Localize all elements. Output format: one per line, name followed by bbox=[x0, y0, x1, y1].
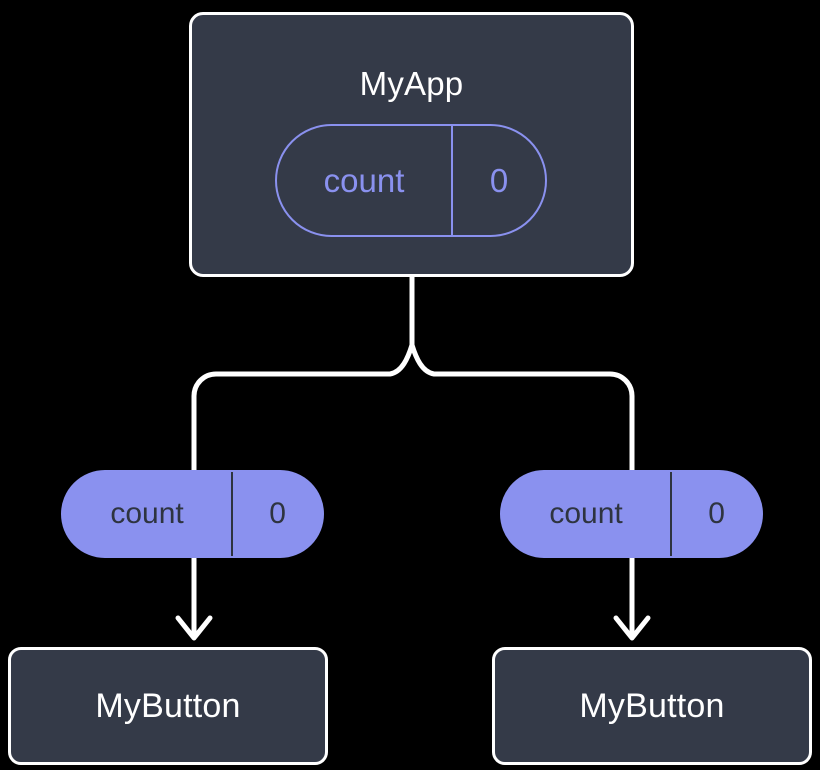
component-title-child-right: MyButton bbox=[579, 687, 725, 725]
state-pill-branch-left[interactable]: count 0 bbox=[61, 470, 324, 558]
component-title-root: MyApp bbox=[359, 65, 464, 102]
component-card-child-left[interactable]: MyButton bbox=[8, 647, 328, 765]
tree-branch-connector bbox=[191, 274, 635, 473]
down-arrow-icon-right bbox=[613, 555, 651, 641]
state-pill-key: count bbox=[549, 497, 623, 530]
state-pill-value: 0 bbox=[231, 472, 322, 556]
state-pill-value: 0 bbox=[451, 126, 545, 235]
state-pill-root[interactable]: count 0 bbox=[275, 124, 547, 237]
state-pill-value: 0 bbox=[670, 472, 761, 556]
component-title-child-left: MyButton bbox=[95, 687, 241, 725]
state-pill-key: count bbox=[323, 162, 405, 199]
state-pill-key: count bbox=[110, 497, 184, 530]
state-pill-branch-right[interactable]: count 0 bbox=[500, 470, 763, 558]
component-card-child-right[interactable]: MyButton bbox=[492, 647, 812, 765]
down-arrow-icon-left bbox=[175, 555, 213, 641]
